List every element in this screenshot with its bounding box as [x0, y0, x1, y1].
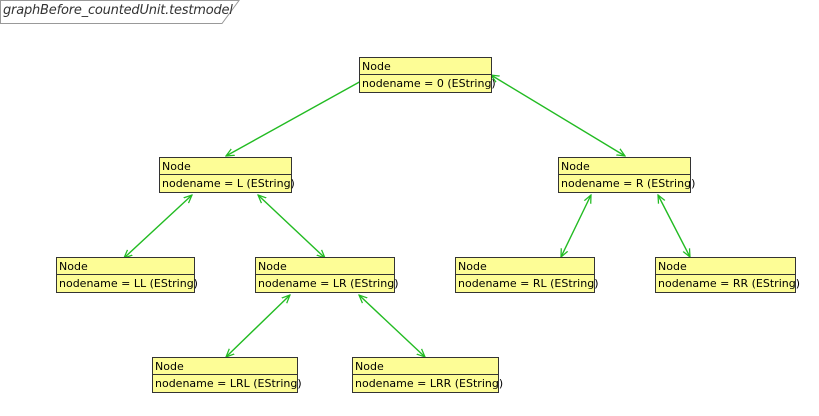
edge-0-R[interactable]: [491, 75, 625, 156]
node-attribute: nodename = LRL (EString): [155, 377, 302, 390]
node-rl[interactable]: Node nodename = RL (EString): [455, 257, 599, 293]
edge-L-LR[interactable]: [258, 195, 325, 258]
node-0[interactable]: Node nodename = 0 (EString): [359, 57, 496, 93]
node-attribute: nodename = LRR (EString): [355, 377, 504, 390]
node-attribute: nodename = RL (EString): [458, 277, 599, 290]
node-class-label: Node: [153, 358, 297, 375]
node-class-label: Node: [57, 258, 194, 275]
node-class-label: Node: [360, 58, 491, 75]
node-attribute: nodename = LR (EString): [258, 277, 399, 290]
node-l[interactable]: Node nodename = L (EString): [159, 157, 295, 193]
node-lrr[interactable]: Node nodename = LRR (EString): [352, 357, 504, 393]
node-lr[interactable]: Node nodename = LR (EString): [255, 257, 399, 293]
node-class-label: Node: [353, 358, 498, 375]
edge-0-L[interactable]: [226, 75, 372, 156]
node-class-label: Node: [160, 158, 291, 175]
node-attribute: nodename = RR (EString): [658, 277, 801, 290]
node-attribute: nodename = LL (EString): [59, 277, 198, 290]
node-ll[interactable]: Node nodename = LL (EString): [56, 257, 198, 293]
edge-L-LL[interactable]: [124, 195, 192, 258]
edge-R-RL[interactable]: [561, 195, 591, 257]
node-attribute: nodename = 0 (EString): [362, 77, 496, 90]
edge-R-RR[interactable]: [658, 195, 690, 257]
node-lrl[interactable]: Node nodename = LRL (EString): [152, 357, 302, 393]
node-class-label: Node: [256, 258, 394, 275]
edge-LR-LRL[interactable]: [226, 295, 290, 357]
node-attribute: nodename = L (EString): [162, 177, 295, 190]
node-r[interactable]: Node nodename = R (EString): [558, 157, 696, 193]
diagram-tab[interactable]: [0, 0, 240, 24]
node-rr[interactable]: Node nodename = RR (EString): [655, 257, 801, 293]
diagram-tab-title: graphBefore_countedUnit.testmodel: [3, 3, 233, 18]
node-class-label: Node: [559, 158, 690, 175]
node-class-label: Node: [656, 258, 795, 275]
node-class-label: Node: [456, 258, 594, 275]
node-attribute: nodename = R (EString): [561, 177, 696, 190]
edge-LR-LRR[interactable]: [359, 295, 425, 357]
